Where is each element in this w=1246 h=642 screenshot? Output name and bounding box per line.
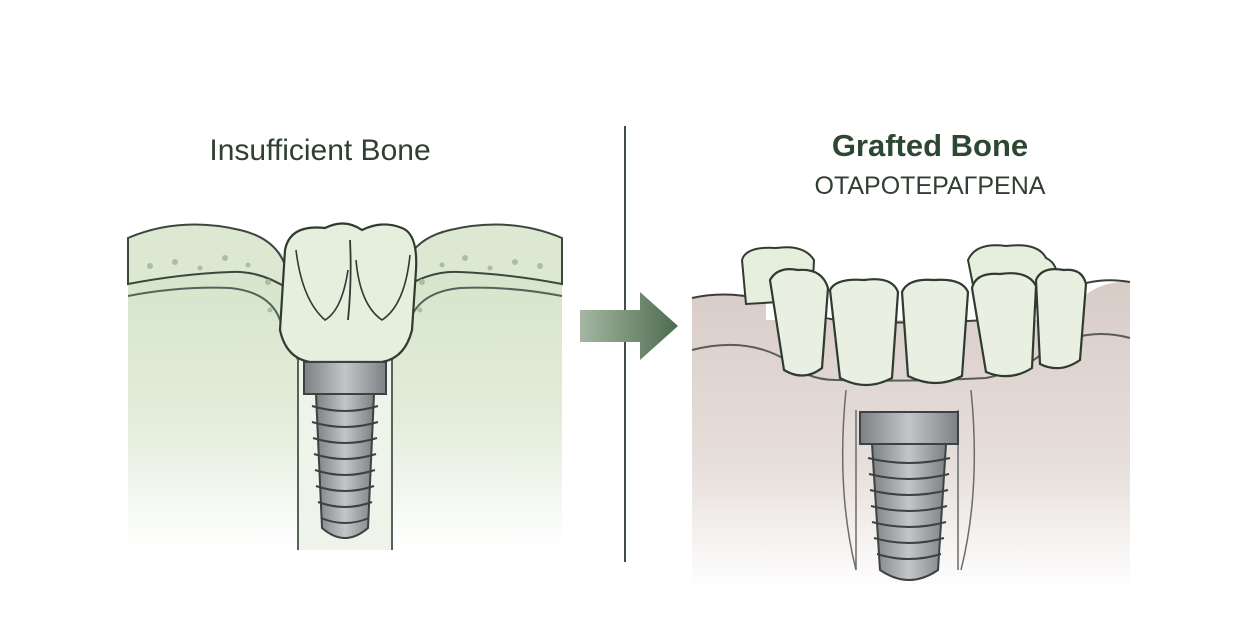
arrow-icon (580, 292, 678, 360)
left-panel-title: Insufficient Bone (209, 134, 431, 167)
implant (303, 361, 387, 539)
panel-divider (624, 126, 626, 562)
teeth-row (768, 268, 1088, 387)
grafted-bone-illustration (691, 244, 1131, 590)
tooth (900, 278, 970, 385)
tooth (828, 278, 900, 387)
implant (859, 411, 959, 581)
right-panel-title: Grafted Bone (831, 128, 1029, 163)
tooth (970, 272, 1038, 378)
right-panel-subtitle: OTAPOTEPAΓPENA (814, 172, 1046, 200)
tooth (768, 268, 830, 377)
crown (278, 222, 418, 364)
bone-texture-dots (147, 255, 543, 313)
jaw-bone (128, 227, 303, 550)
tooth (1034, 268, 1088, 370)
insufficient-bone-illustration (127, 222, 563, 550)
